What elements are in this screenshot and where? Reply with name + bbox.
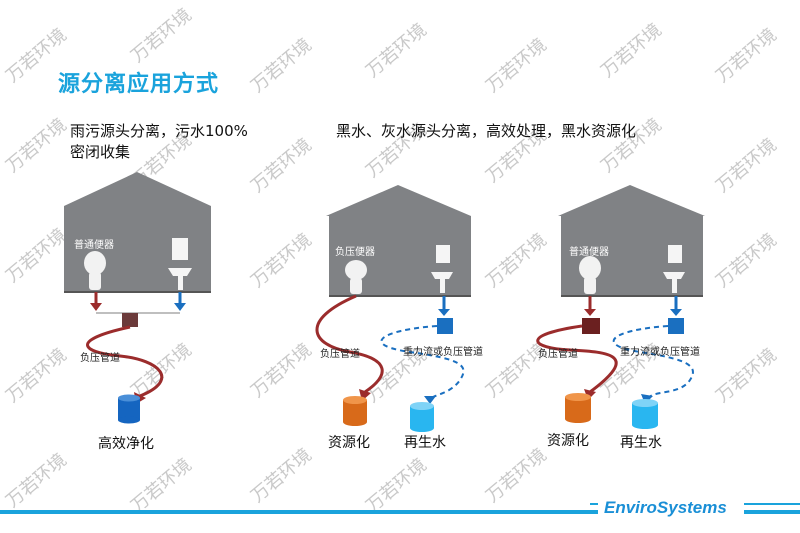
vacuum-pipe: [86, 325, 164, 398]
house-1-output-label: 高效净化: [98, 436, 154, 452]
toilet-icon: [84, 251, 106, 290]
grey-water-box: [668, 318, 684, 334]
brand-backdrop: [598, 496, 744, 522]
resource-drum-icon: [565, 393, 591, 423]
watermark-text: 万若环境: [712, 345, 781, 407]
grey-water-box: [437, 318, 453, 334]
house-2-black-pipe-label: 负压管道: [320, 349, 360, 360]
reclaimed-drum-icon: [632, 399, 658, 429]
watermark-text: 万若环境: [247, 135, 316, 197]
footer-bar: [0, 510, 800, 514]
page-title: 源分离应用方式: [58, 72, 220, 97]
caption-left: 雨污源头分离，污水100%密闭收集: [70, 122, 248, 161]
watermark-text: 万若环境: [2, 345, 71, 407]
house-3: [536, 185, 705, 429]
house-2-roof: [326, 185, 471, 216]
house-1-toilet-label: 普通便器: [74, 240, 114, 251]
reclaimed-drum-icon: [410, 402, 434, 432]
watermark-text: 万若环境: [247, 340, 316, 402]
watermark-text: 万若环境: [712, 230, 781, 292]
watermark-text: 万若环境: [482, 35, 551, 97]
watermark-text: 万若环境: [2, 115, 71, 177]
purify-drum-icon: [118, 394, 140, 424]
watermark-text: 万若环境: [712, 25, 781, 87]
sink-icon: [431, 245, 453, 293]
house-3-grey-pipe-label: 重力流或负压管道: [620, 347, 700, 358]
brand-logo: EnviroSystems: [604, 498, 727, 517]
house-1-roof: [64, 172, 211, 206]
caption-right: 黑水、灰水源头分离，高效处理，黑水资源化: [336, 122, 637, 140]
house-3-black-pipe-label: 负压管道: [538, 349, 578, 360]
house-3-output-grey: 再生水: [620, 435, 662, 451]
black-water-pipe: [536, 324, 618, 394]
house-3-roof: [558, 185, 705, 216]
watermark-text: 万若环境: [2, 450, 71, 512]
vacuum-toilet-icon: [345, 260, 367, 294]
sink-icon: [663, 245, 685, 293]
toilet-icon: [579, 256, 601, 294]
house-1-pipe-label: 负压管道: [80, 353, 120, 364]
watermark-text: 万若环境: [247, 230, 316, 292]
house-2-output-grey: 再生水: [404, 435, 446, 451]
house-2-toilet-label: 负压便器: [335, 247, 375, 258]
house-3-toilet-label: 普通便器: [569, 247, 609, 258]
watermark-text: 万若环境: [127, 455, 196, 517]
house-2: [315, 185, 471, 432]
watermark-text: 万若环境: [482, 445, 551, 507]
black-water-box: [582, 318, 600, 334]
watermark-text: 万若环境: [127, 340, 196, 402]
grey-water-pipe: [612, 325, 694, 399]
collection-box: [122, 313, 138, 327]
house-2-grey-pipe-label: 重力流或负压管道: [403, 347, 483, 358]
watermark-text: 万若环境: [362, 455, 431, 517]
watermark-text: 万若环境: [597, 20, 666, 82]
watermark-text: 万若环境: [247, 35, 316, 97]
house-2-output-black: 资源化: [328, 435, 370, 451]
resource-drum-icon: [343, 396, 367, 426]
watermark-text: 万若环境: [2, 225, 71, 287]
watermark-text: 万若环境: [247, 445, 316, 507]
house-3-output-black: 资源化: [547, 433, 589, 449]
watermark-text: 万若环境: [482, 230, 551, 292]
grey-water-pipe: [380, 325, 465, 401]
house-1: [64, 172, 211, 424]
watermark-text: 万若环境: [127, 5, 196, 67]
black-water-pipe: [315, 294, 384, 394]
watermark-text: 万若环境: [712, 135, 781, 197]
watermark-text: 万若环境: [362, 20, 431, 82]
sink-icon: [168, 238, 192, 290]
